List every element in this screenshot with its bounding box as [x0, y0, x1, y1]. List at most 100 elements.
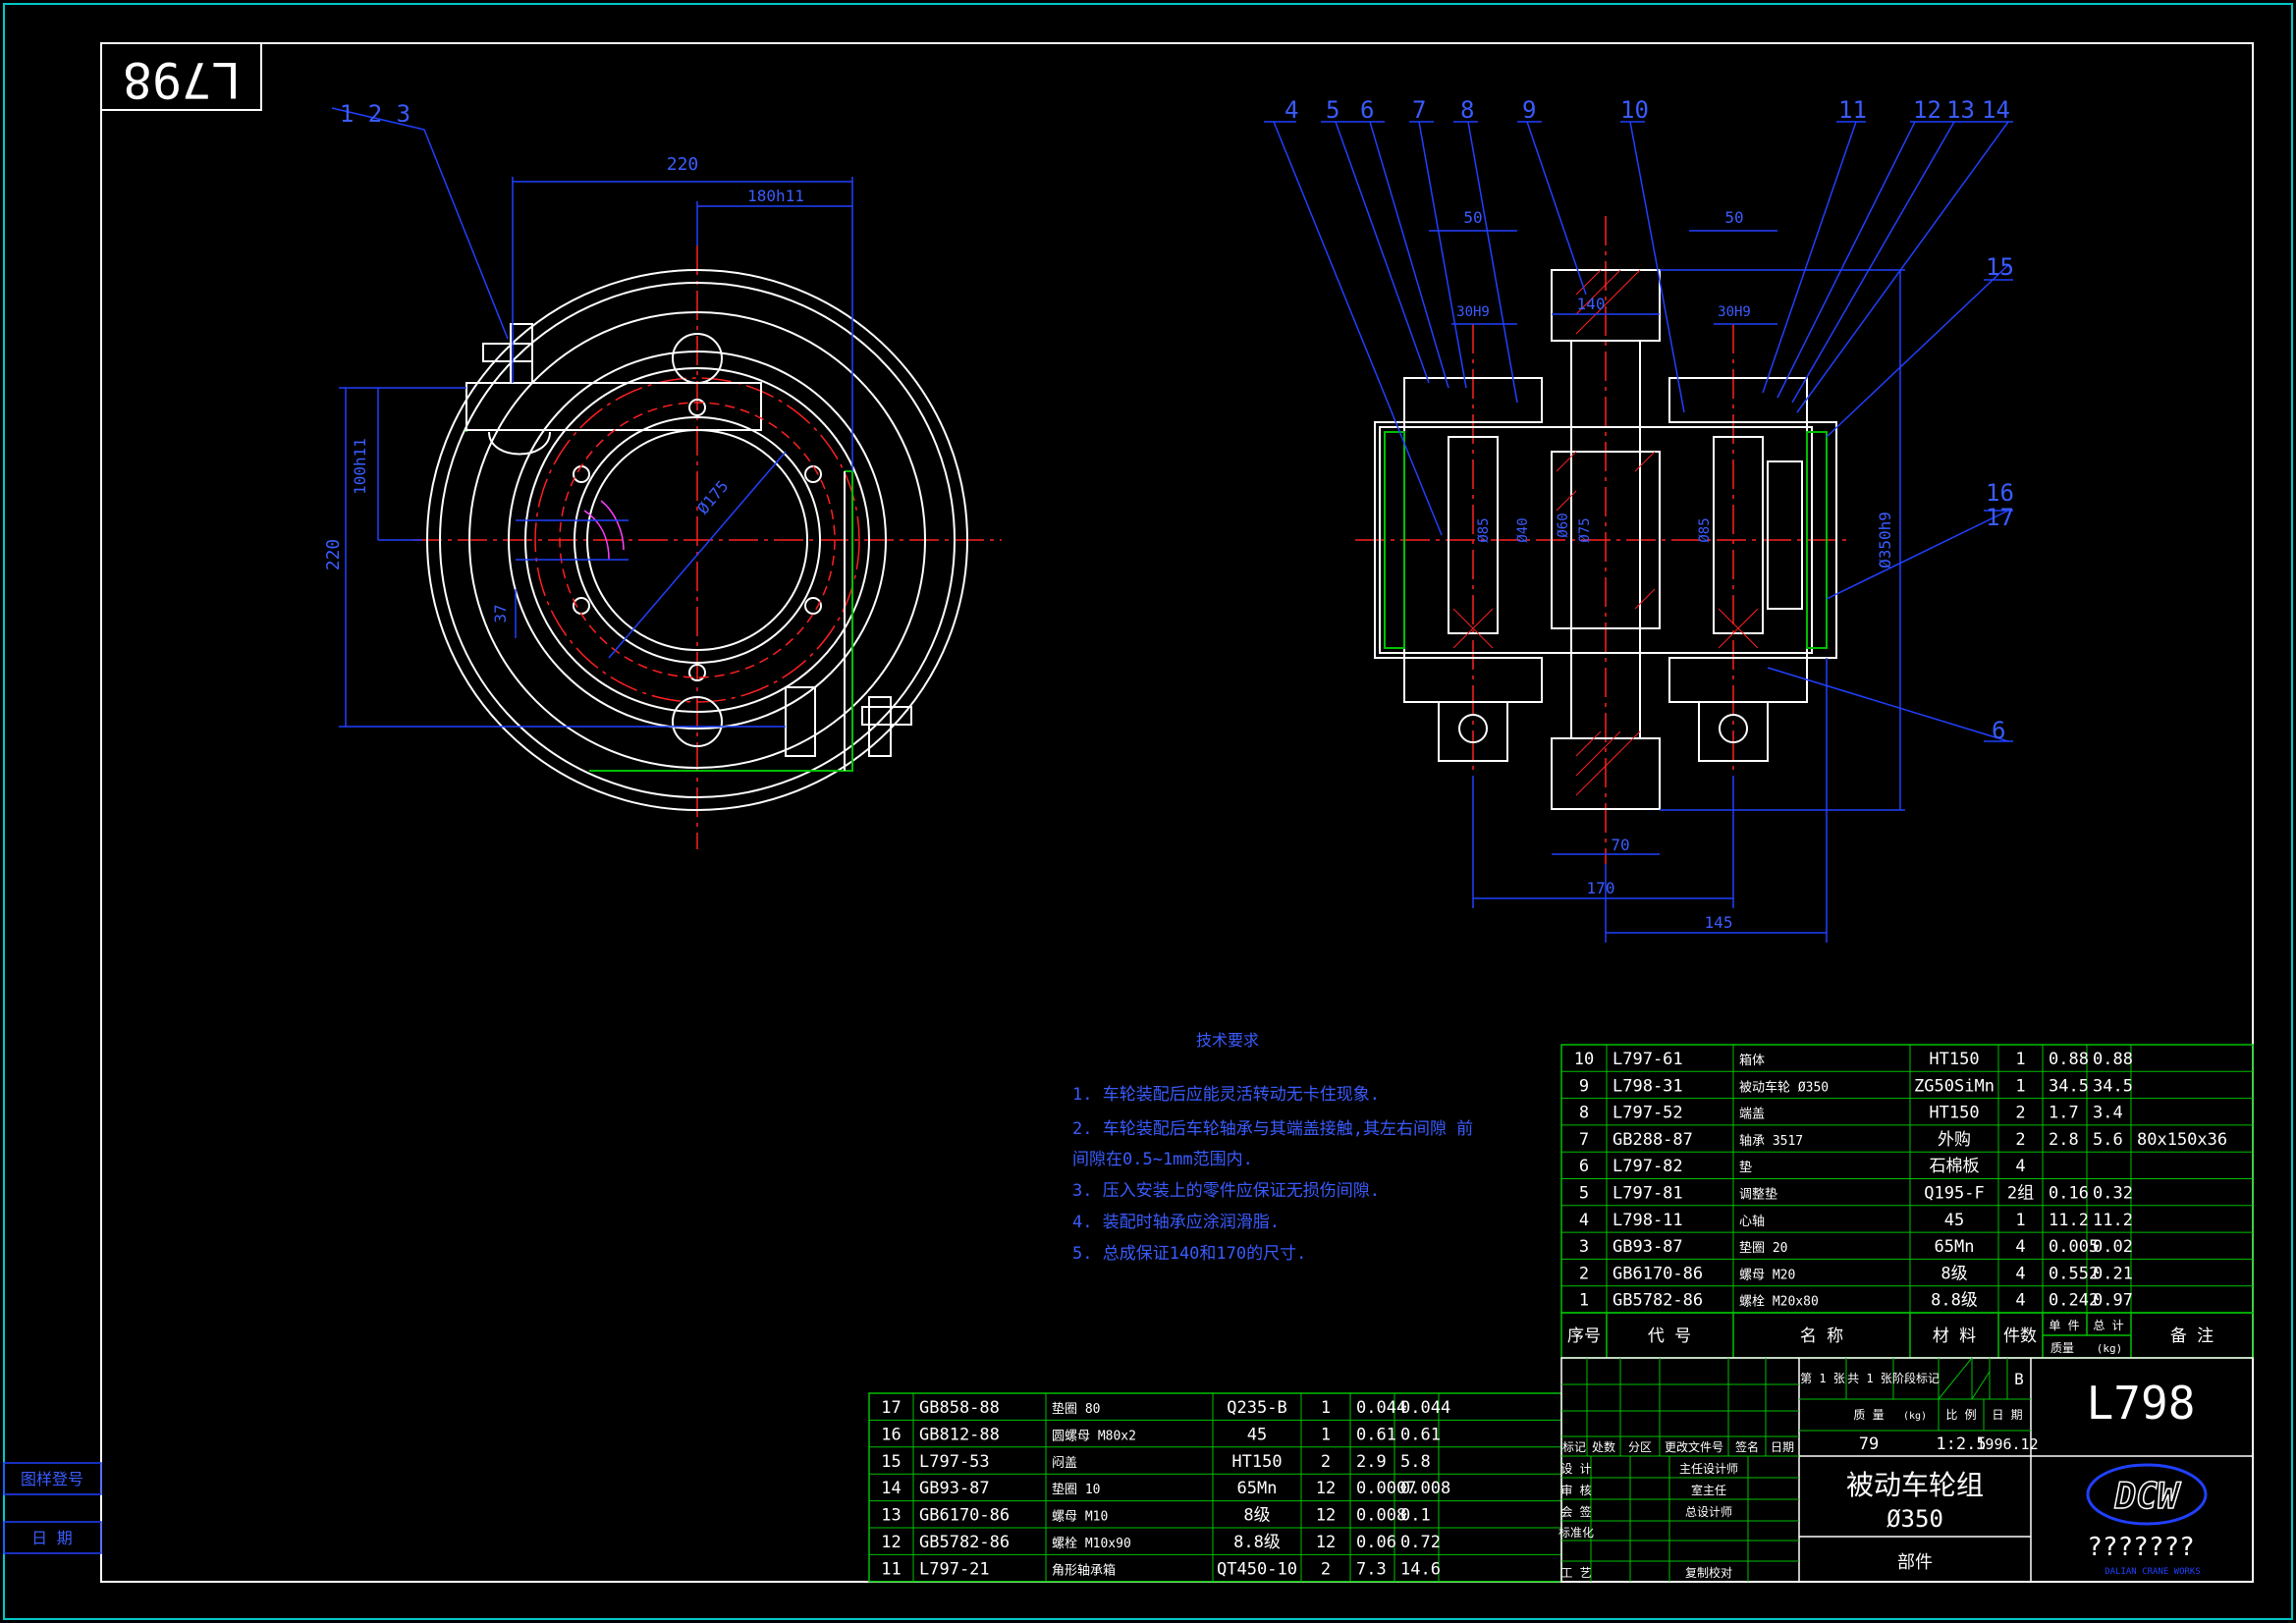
bom-lower-cell-no: 12: [881, 1533, 901, 1552]
bom-lower-cell-unit: 0.06: [1356, 1533, 1396, 1552]
role-right-label: 室主任: [1691, 1483, 1726, 1497]
revision-headers: 标记处数分区更改文件号签名日期: [1562, 1439, 1794, 1454]
bom-lower-cell-material: HT150: [1231, 1452, 1282, 1472]
bom-upper-cell-no: 3: [1579, 1237, 1589, 1257]
hdr-weight: 质量: [2050, 1341, 2074, 1355]
bom-upper-cell-unit: 2.8: [2049, 1130, 2079, 1150]
bom-upper-cell-no: 6: [1579, 1157, 1589, 1176]
logo-ellipse: [2086, 1463, 2208, 1526]
bom-lower-cell-total: 14.6: [1400, 1559, 1441, 1579]
role-label: 审 核: [1560, 1483, 1591, 1497]
bom-upper-cell-total: 34.5: [2093, 1076, 2133, 1096]
bom-lower-cell-total: 0.1: [1400, 1506, 1431, 1526]
rotated-number-box: [100, 42, 262, 111]
bom-upper-cell-code: L797-82: [1613, 1157, 1683, 1176]
rev-header: 处数: [1592, 1439, 1615, 1454]
bom-lower-cell-total: 0.61: [1400, 1425, 1441, 1444]
bom-lower-cell-code: L797-21: [919, 1559, 990, 1579]
bom-lower-cell-qty: 2: [1321, 1452, 1331, 1472]
bom-upper-cell-name: 被动车轮 Ø350: [1739, 1079, 1829, 1095]
tb-stage-label: 阶段标记: [1892, 1371, 1940, 1385]
dim-60: Ø60: [1556, 513, 1571, 537]
bom-lower-cell-code: GB6170-86: [919, 1506, 1010, 1526]
tech-item-5: 5. 总成保证140和170的尺寸.: [1072, 1244, 1306, 1264]
tech-item-1: 1. 车轮装配后应能灵活转动无卡住现象.: [1072, 1085, 1380, 1105]
dim-350: Ø350h9: [1876, 512, 1894, 568]
bom-lower-cell-qty: 1: [1321, 1398, 1331, 1418]
dim-37: 37: [491, 604, 510, 622]
tb-mass-unit: (kg): [1903, 1411, 1927, 1422]
bom-upper-cell-material: ZG50SiMn: [1914, 1076, 1995, 1096]
right-view: 50 50 30H9 30H9 140 Ø350h9 70 170 145 Ø8…: [1264, 96, 2014, 943]
bom-upper-cell-no: 10: [1574, 1050, 1594, 1069]
bom-lower-cell-material: QT450-10: [1217, 1559, 1297, 1579]
balloon-6: 6: [1360, 96, 1374, 124]
dim-30a: 30H9: [1456, 304, 1490, 320]
bom-upper-cell-code: GB93-87: [1613, 1237, 1683, 1257]
hdr-material: 材 料: [1933, 1326, 1976, 1346]
bom-lower-cell-qty: 1: [1321, 1425, 1331, 1444]
drawing-number-rotated: L798: [123, 51, 241, 108]
balloon-16: 16: [1986, 479, 2014, 507]
tb-scale-label: 比 例: [1945, 1408, 1976, 1422]
right-dims: [1264, 121, 2013, 943]
hdr-name: 名 称: [1800, 1326, 1843, 1346]
bom-upper-cell-qty: 2: [2015, 1104, 2025, 1123]
dim-40: Ø40: [1515, 517, 1531, 542]
bom-upper-cell-total: 5.6: [2093, 1130, 2123, 1150]
bom-upper-cell-no: 9: [1579, 1076, 1589, 1096]
tech-item-3: 3. 压入安装上的零件应保证无损伤间隙.: [1072, 1181, 1380, 1201]
tech-item-2b: 间隙在0.5~1mm范围内.: [1072, 1150, 1253, 1169]
dim-70: 70: [1611, 836, 1629, 854]
bom-lower-cell-material: 8级: [1243, 1506, 1270, 1526]
bom-upper-cell-material: HT150: [1929, 1050, 1979, 1069]
bom-upper-cell-name: 垫: [1739, 1160, 1752, 1175]
role-right-label: 复制校对: [1685, 1565, 1732, 1580]
bom-lower-cell-total: 5.8: [1400, 1452, 1431, 1472]
tb-mass-label: 质 量: [1853, 1408, 1884, 1422]
bearing-bracket: [465, 382, 853, 772]
bom-upper-cell-qty: 4: [2015, 1157, 2025, 1176]
bom-upper-cell-no: 8: [1579, 1104, 1589, 1123]
balloon-17: 17: [1986, 504, 2014, 531]
bom-upper-cell-no: 2: [1579, 1264, 1589, 1283]
bom-upper-cell-qty: 1: [2015, 1050, 2025, 1069]
bom-lower-cell-material: Q235-B: [1227, 1398, 1286, 1418]
bom-upper-cell-code: L797-61: [1613, 1050, 1683, 1069]
bom-upper-cell-code: L798-31: [1613, 1076, 1683, 1096]
dim-220-vertical: 220: [323, 539, 344, 571]
rev-header: 分区: [1628, 1440, 1652, 1454]
bom-lower-cell-total: 0.044: [1400, 1398, 1450, 1418]
bom-lower-cell-code: GB858-88: [919, 1398, 1000, 1418]
bom-lower-cell-code: L797-53: [919, 1452, 990, 1472]
dim-220: 220: [667, 154, 699, 175]
bom-upper-cell-note: 80x150x36: [2137, 1130, 2227, 1150]
bom-upper-cell-unit: 0.005: [2049, 1237, 2099, 1257]
tech-item-4: 4. 装配时轴承应涂润滑脂.: [1072, 1213, 1280, 1232]
bom-header: 序号 代 号 名 称 材 料 件数 单 件 总 计 质量 (kg) 备 注: [1560, 1312, 2254, 1359]
bom-upper-cell-material: Q195-F: [1924, 1184, 1984, 1204]
bom-upper-cell-code: L798-11: [1613, 1211, 1683, 1230]
bom-lower-cell-no: 11: [881, 1559, 901, 1579]
balloon-15: 15: [1986, 253, 2014, 281]
balloon-5: 5: [1326, 96, 1339, 124]
dim-50b: 50: [1724, 208, 1743, 227]
bom-upper-cell-name: 端盖: [1739, 1108, 1765, 1122]
bom-upper-cell-qty: 2: [2015, 1130, 2025, 1150]
bom-upper-cell-material: 8级: [1941, 1264, 1967, 1283]
bom-lower-cell-total: 0.72: [1400, 1533, 1441, 1552]
bom-upper-cell-total: 11.2: [2093, 1211, 2133, 1230]
bom-lower-cell-code: GB812-88: [919, 1425, 1000, 1444]
balloon-14: 14: [1982, 96, 2010, 124]
bom-lower-cell-qty: 12: [1316, 1533, 1336, 1552]
balloon-6b: 6: [1992, 717, 2005, 744]
dim-50a: 50: [1463, 208, 1482, 227]
bom-lower-cell-qty: 2: [1321, 1559, 1331, 1579]
company-name: ???????: [2087, 1533, 2195, 1562]
left-view: 220 180h11 100h11 220 37 Ø175 1 2 3: [323, 100, 1002, 849]
bom-upper-cell-material: 65Mn: [1935, 1237, 1975, 1257]
tb-date-label: 日 期: [1992, 1408, 2022, 1422]
title-block: 第 1 张 共 1 张 阶段标记 B 质 量 (kg) 比 例 日 期 79 1…: [1558, 1357, 2254, 1583]
dim-100: 100h11: [351, 438, 369, 495]
bom-lower-cell-qty: 12: [1316, 1506, 1336, 1526]
